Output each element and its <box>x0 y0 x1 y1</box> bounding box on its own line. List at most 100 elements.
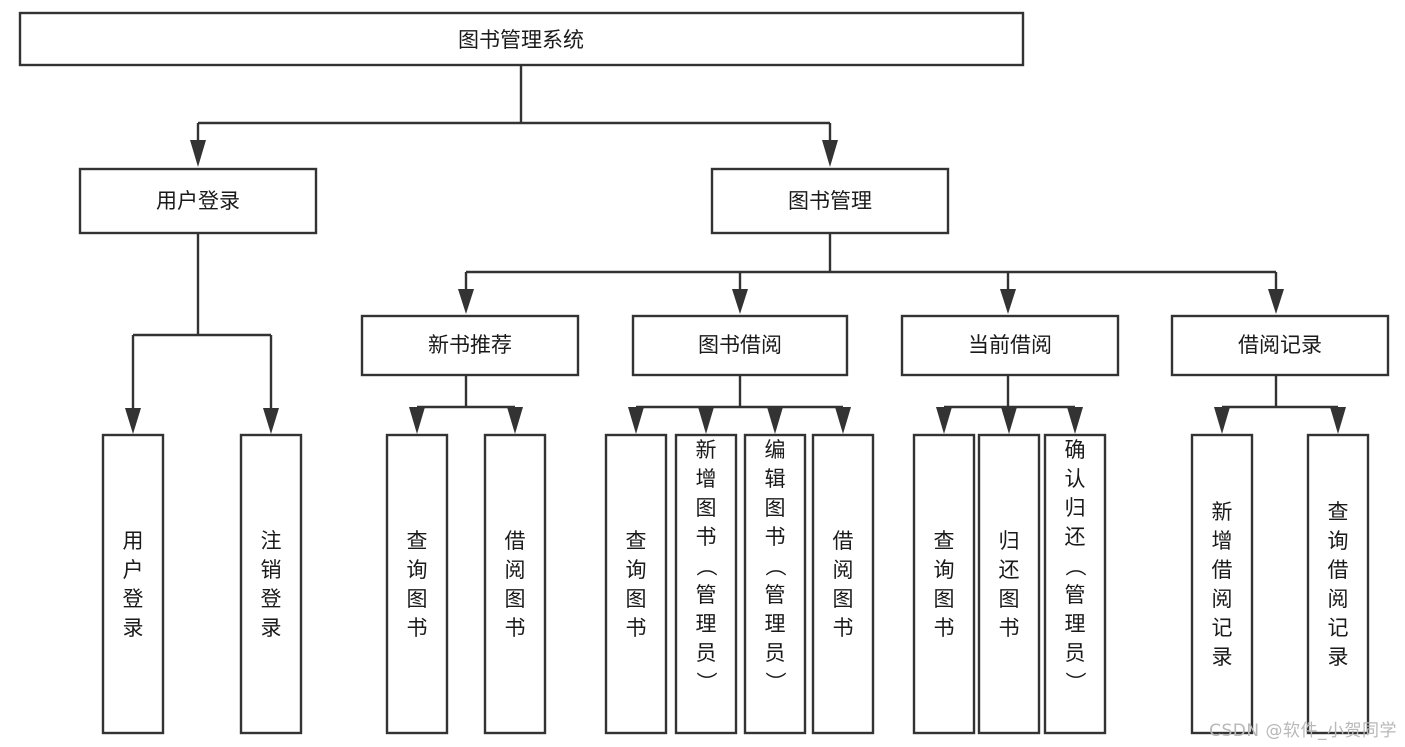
leaf-node-return-book[interactable] <box>977 433 1041 735</box>
leaf-node-add-book-box[interactable] <box>674 433 738 735</box>
leaf-label-add-record-char: 录 <box>1212 645 1233 669</box>
arrow-head-leaf-query-book-3 <box>936 407 952 434</box>
leaf-label-user-login-char: 登 <box>123 587 144 611</box>
connectors-root-to-level2 <box>190 65 838 167</box>
arrow-head-leaf-query-book-2 <box>628 407 644 434</box>
leaf-label-borrow-book-bb-char: 书 <box>833 616 854 640</box>
leaf-label-query-book-cb-char: 查 <box>934 529 955 553</box>
leaf-node-add-record[interactable] <box>1190 433 1254 735</box>
leaf-node-query-book-cb-box[interactable] <box>912 433 976 735</box>
leaf-label-confirm-return-char: 确 <box>1065 438 1086 462</box>
connectors-book-mgmt-to-level3 <box>458 233 1284 314</box>
leaf-node-borrow-book-bb[interactable] <box>811 433 875 735</box>
arrow-head-current-borrow <box>1000 289 1016 314</box>
arrow-head-leaf-logout <box>263 408 279 434</box>
node-book-management-box[interactable] <box>710 167 950 235</box>
leaf-node-add-book[interactable] <box>674 433 738 735</box>
node-current-borrow-box[interactable] <box>900 314 1120 377</box>
leaf-node-query-book-nb[interactable] <box>385 433 449 735</box>
leaf-label-return-book-char: 还 <box>999 558 1020 582</box>
leaf-label-query-book-bb-char: 询 <box>626 558 647 582</box>
leaf-label-user-login-char: 户 <box>123 558 144 582</box>
leaf-label-return-book-char: 归 <box>999 529 1020 553</box>
arrow-head-leaf-return-book <box>1001 407 1017 434</box>
leaf-node-edit-book-box[interactable] <box>743 433 807 735</box>
leaf-label-add-book-char: 书 <box>696 525 717 549</box>
leaf-label-add-book-char: 新 <box>696 438 717 462</box>
leaf-label-return-book-char: 图 <box>999 587 1020 611</box>
leaf-label-edit-book-char: 员 <box>765 641 786 665</box>
node-book-borrow[interactable]: 图书借阅 <box>631 314 849 377</box>
leaf-label-query-book-cb-char: 书 <box>934 616 955 640</box>
leaf-label-query-record-char: 录 <box>1328 645 1349 669</box>
node-new-book-recommend-box[interactable] <box>360 314 580 377</box>
leaf-node-user-login[interactable] <box>101 433 165 735</box>
leaf-label-add-record-char: 借 <box>1212 558 1233 582</box>
node-user-login-label: 用户登录 <box>156 189 240 213</box>
leaf-label-borrow-book-bb-char: 阅 <box>833 558 854 582</box>
node-user-login[interactable]: 用户登录 <box>78 167 318 235</box>
leaf-label-edit-book-char: ） <box>763 672 787 693</box>
arrow-head-book-borrow <box>732 289 748 314</box>
node-new-book-recommend[interactable]: 新书推荐 <box>360 314 580 377</box>
leaf-label-query-record-char: 询 <box>1328 529 1349 553</box>
leaf-node-query-record-box[interactable] <box>1306 433 1370 735</box>
node-borrow-record[interactable]: 借阅记录 <box>1170 314 1390 377</box>
leaf-label-logout-char: 注 <box>261 529 282 553</box>
node-root-box[interactable] <box>18 11 1025 67</box>
leaf-node-borrow-book-nb-box[interactable] <box>483 433 547 735</box>
leaf-node-confirm-return[interactable] <box>1043 433 1107 735</box>
leaf-label-confirm-return-char: 还 <box>1065 525 1086 549</box>
leaf-label-logout-char: 销 <box>261 558 282 582</box>
csdn-watermark: CSDN @软件_小贺同学 <box>1209 721 1397 741</box>
node-borrow-record-box[interactable] <box>1170 314 1390 377</box>
node-root[interactable]: 图书管理系统 <box>18 11 1025 67</box>
leaf-node-borrow-book-bb-box[interactable] <box>811 433 875 735</box>
leaf-label-logout-char: 登 <box>261 587 282 611</box>
leaf-label-confirm-return-char: 员 <box>1065 641 1086 665</box>
leaf-node-logout[interactable] <box>239 433 303 735</box>
leaf-node-query-record[interactable] <box>1306 433 1370 735</box>
leaf-node-edit-book[interactable] <box>743 433 807 735</box>
arrow-head-leaf-query-record <box>1330 407 1346 434</box>
leaf-node-query-book-bb-box[interactable] <box>604 433 668 735</box>
leaf-node-logout-box[interactable] <box>239 433 303 735</box>
leaf-node-return-book-box[interactable] <box>977 433 1041 735</box>
leaf-label-confirm-return-char: 管 <box>1065 583 1086 607</box>
node-user-login-box[interactable] <box>78 167 318 235</box>
node-book-borrow-label: 图书借阅 <box>698 333 782 357</box>
leaf-node-query-book-bb[interactable] <box>604 433 668 735</box>
leaf-label-logout-char: 录 <box>261 616 282 640</box>
connectors-user-login-to-leaves <box>125 233 279 434</box>
node-book-management[interactable]: 图书管理 <box>710 167 950 235</box>
leaf-label-add-book-char: 图 <box>696 496 717 520</box>
arrow-head-book-mgmt <box>822 140 838 167</box>
leaf-label-borrow-book-nb-char: 图 <box>505 587 526 611</box>
leaf-node-query-book-nb-box[interactable] <box>385 433 449 735</box>
leaf-node-query-book-cb[interactable] <box>912 433 976 735</box>
leaf-label-return-book-char: 书 <box>999 616 1020 640</box>
connectors-new-book-to-leaves <box>409 375 523 434</box>
leaf-label-add-book-char: 增 <box>696 467 717 491</box>
node-book-borrow-box[interactable] <box>631 314 849 377</box>
connectors-current-borrow-to-leaves <box>936 375 1083 434</box>
leaf-label-borrow-book-nb-char: 书 <box>505 616 526 640</box>
leaf-label-add-book-char: 管 <box>696 583 717 607</box>
arrow-head-leaf-query-book-1 <box>409 407 425 434</box>
arrow-head-leaf-user-login <box>125 408 141 434</box>
leaf-label-query-record-char: 记 <box>1328 616 1349 640</box>
leaf-node-confirm-return-box[interactable] <box>1043 433 1107 735</box>
node-current-borrow[interactable]: 当前借阅 <box>900 314 1120 377</box>
leaf-node-borrow-book-nb[interactable] <box>483 433 547 735</box>
leaf-label-confirm-return-char: ） <box>1063 672 1087 693</box>
leaf-label-user-login-char: 录 <box>123 616 144 640</box>
leaf-node-add-record-box[interactable] <box>1190 433 1254 735</box>
leaf-node-user-login-box[interactable] <box>101 433 165 735</box>
